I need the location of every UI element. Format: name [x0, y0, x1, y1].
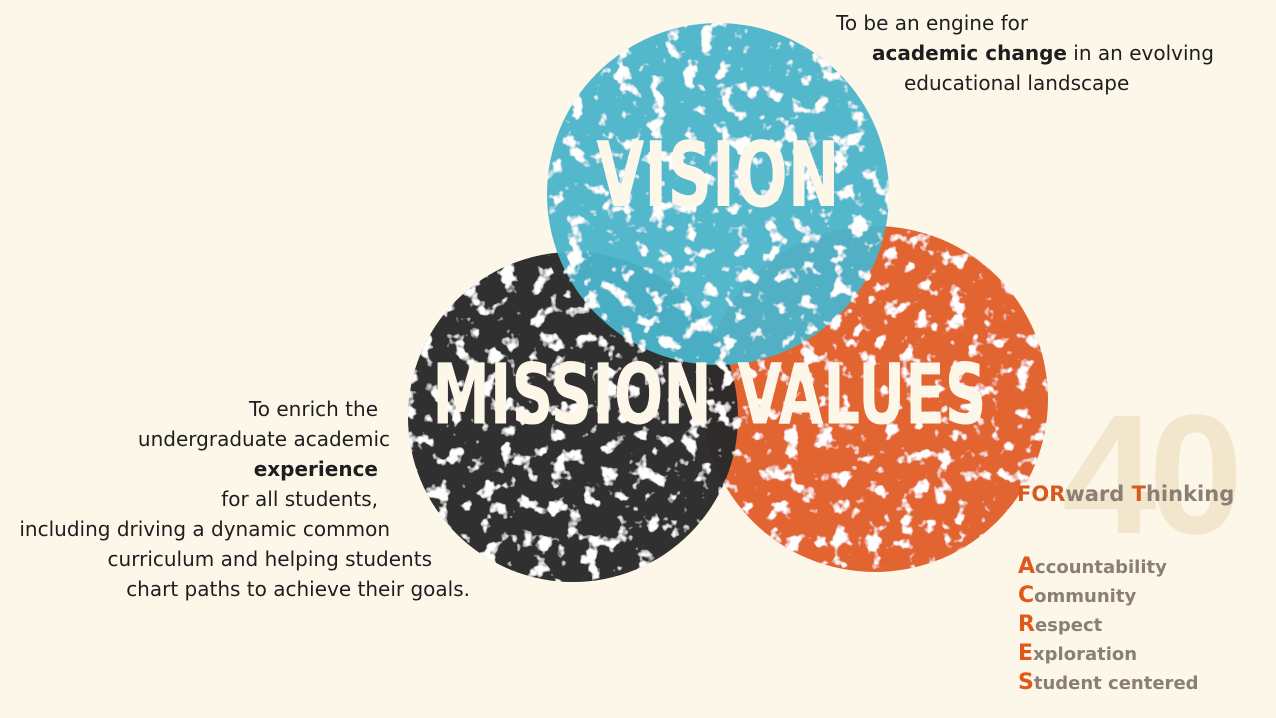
mission-line-5: curriculum and helping students	[107, 547, 432, 571]
forward-for: FOR	[1017, 482, 1066, 506]
mission-line-3: experience for all students,	[0, 454, 470, 514]
mission-label: MISSION	[432, 347, 712, 445]
forward-t: T	[1131, 482, 1146, 506]
value-item: Exploration	[1018, 640, 1199, 669]
vision-statement: To be an engine for academic change in a…	[836, 8, 1266, 98]
value-item: Community	[1018, 582, 1199, 611]
mission-line-2: undergraduate academic	[137, 427, 390, 451]
mission-line-3-rest: for all students,	[221, 487, 378, 511]
vision-line-3: educational landscape	[904, 71, 1130, 95]
value-rest: ommunity	[1034, 586, 1137, 607]
value-item: Student centered	[1018, 669, 1199, 698]
value-initial: A	[1018, 554, 1036, 579]
vision-line-2-rest: in an evolving	[1066, 41, 1214, 65]
value-initial: E	[1018, 641, 1034, 666]
vision-line-1: To be an engine for	[836, 11, 1029, 35]
mission-line-6: chart paths to achieve their goals.	[126, 577, 470, 601]
value-initial: C	[1018, 583, 1035, 608]
value-rest: tudent centered	[1033, 673, 1199, 694]
forty-watermark: 40	[1062, 380, 1243, 570]
values-list: Accountability Community Respect Explora…	[1018, 553, 1199, 698]
vision-line-2-bold: academic change	[872, 41, 1067, 65]
forward-ward: ward	[1065, 482, 1132, 506]
values-label: VALUES	[737, 347, 986, 445]
mission-line-1: To enrich the	[248, 397, 378, 421]
forward-hinking: hinking	[1145, 482, 1235, 506]
vision-line-2: academic change in an evolving	[872, 38, 1266, 68]
value-item: Respect	[1018, 611, 1199, 640]
value-rest: ccountability	[1035, 557, 1167, 578]
vision-circle	[547, 23, 889, 365]
value-initial: R	[1018, 612, 1035, 637]
value-rest: espect	[1034, 615, 1103, 636]
mission-statement: To enrich the undergraduate academic exp…	[0, 394, 470, 604]
value-initial: S	[1018, 670, 1034, 695]
mission-line-3-bold: experience	[253, 457, 378, 481]
mission-line-4: including driving a dynamic common	[19, 517, 390, 541]
forward-thinking-heading: FORward Thinking	[1017, 482, 1234, 506]
value-item: Accountability	[1018, 553, 1199, 582]
vision-label: VISION	[596, 123, 839, 228]
value-rest: xploration	[1033, 644, 1138, 665]
